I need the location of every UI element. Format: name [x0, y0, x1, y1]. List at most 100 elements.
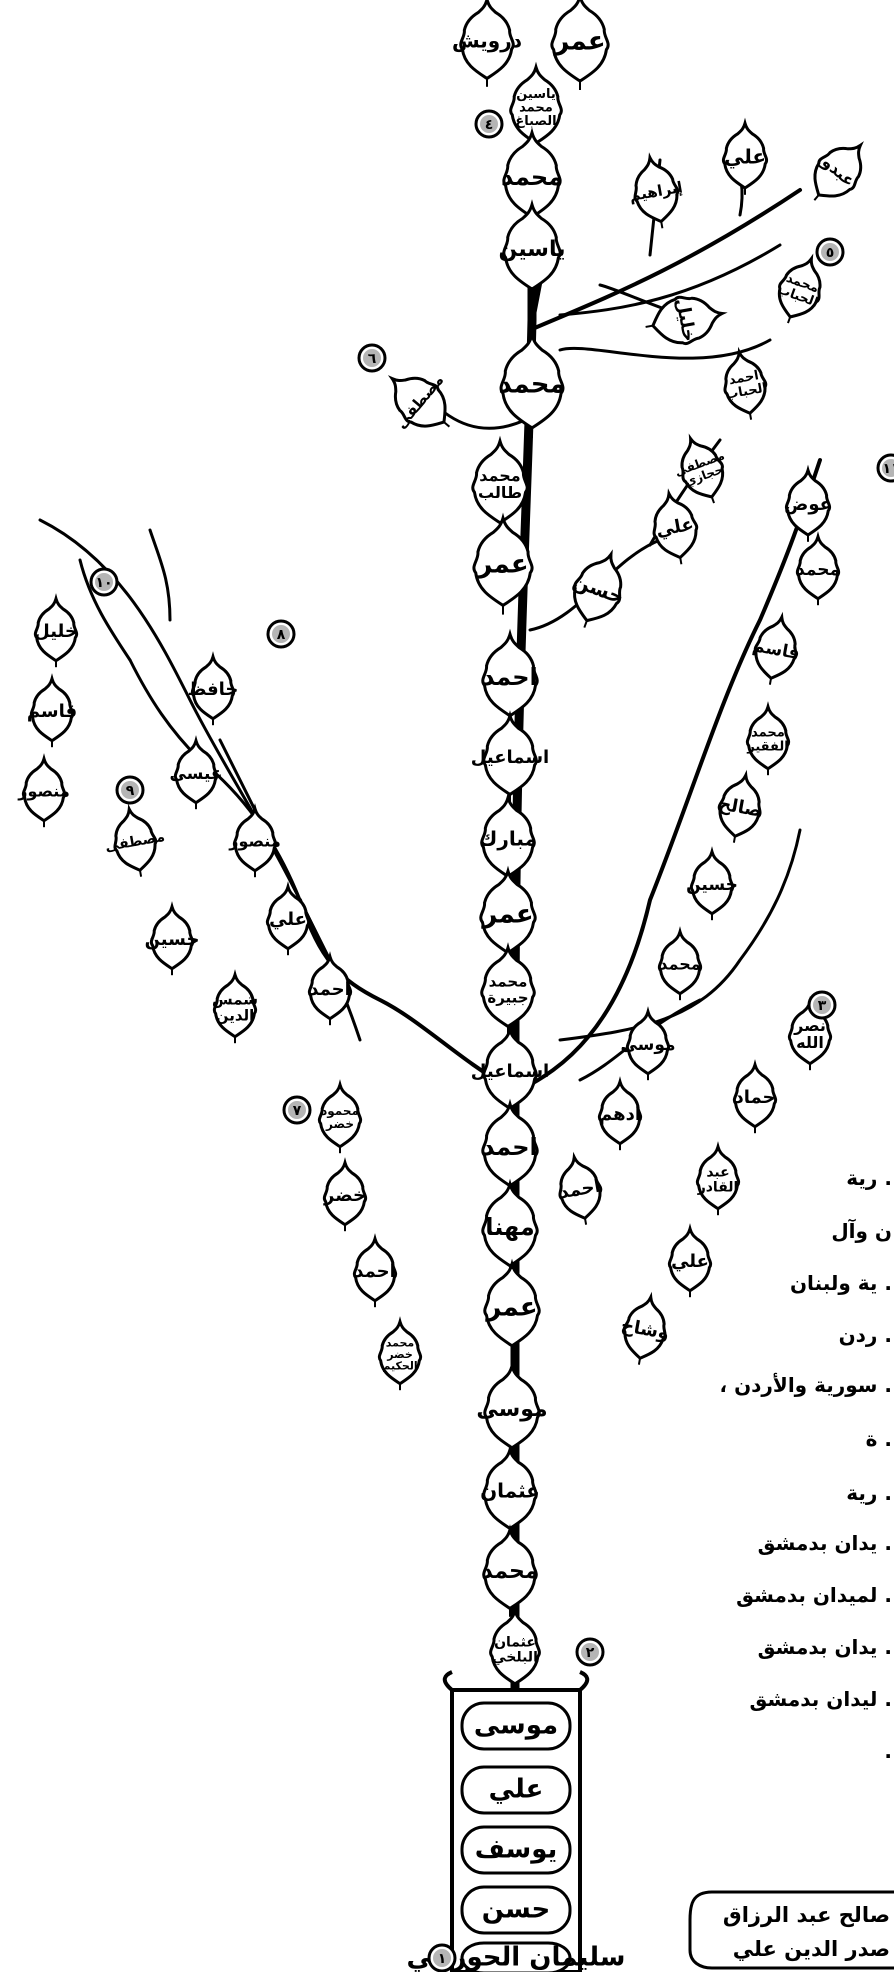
- leaf-name: عمر: [480, 900, 533, 930]
- leaf-name: عثمان: [480, 1479, 540, 1503]
- leaf-c-muhammad-2: محمد: [498, 335, 565, 438]
- leaf-stem: [639, 1357, 640, 1365]
- leaf-b-ibrahim: إبراهيم: [624, 153, 689, 233]
- leaf-name: عمر: [475, 550, 528, 580]
- badge-number: ١: [438, 1951, 447, 1967]
- leaf-name: مهنا: [485, 1213, 535, 1241]
- badge-b8: ٨: [268, 621, 294, 647]
- leaf-name: البلخي: [492, 1649, 538, 1665]
- leaf-r-qasim: قاسم: [746, 613, 805, 689]
- leaf-name: محمد: [796, 560, 840, 580]
- box-note-line: صدر الدين علي: [733, 1937, 890, 1961]
- leaf-name: اسماعيل: [471, 747, 549, 768]
- side-notes: رية .ن وآلية ولبنان .ردن .، سورية والأرد…: [690, 1166, 894, 1968]
- leaf-stem: [661, 220, 662, 228]
- side-note-line: ية ولبنان .: [790, 1271, 892, 1295]
- leaf-name: الفقير: [746, 739, 788, 754]
- badge-b5: ٥: [817, 239, 843, 265]
- leaf-name: احمد: [482, 663, 537, 691]
- leaf-b-ali-hasan: علي: [648, 490, 703, 568]
- leaf-name: خضر: [323, 1185, 366, 1206]
- badge-b3: ٣: [809, 992, 835, 1018]
- trunk-name: موسى: [474, 1711, 558, 1741]
- leaf-top-omar: عمر: [552, 0, 608, 90]
- leaf-name: مبارك: [479, 827, 537, 851]
- leaf-name: خليل: [34, 621, 78, 642]
- leaf-name: احمد: [354, 1261, 396, 1282]
- leaf-name: عمر: [484, 1293, 537, 1323]
- leaf-b-hasan: حسن: [560, 545, 636, 636]
- leaf-b-ahmad-habbab: احمدالحباب: [719, 349, 772, 424]
- leaf-stem: [443, 421, 450, 427]
- leaf-name: عثمان: [494, 1635, 536, 1651]
- leaf-name: محمد: [482, 1559, 539, 1584]
- leaf-name: حافظ: [188, 679, 239, 700]
- leaf-name: محمد: [659, 955, 700, 974]
- leaf-c-mhanna: مهنا: [483, 1184, 537, 1274]
- leaf-name: الله: [796, 1033, 824, 1052]
- side-note-line: .: [884, 1739, 892, 1763]
- leaf-stem: [585, 1217, 586, 1225]
- leaf-r-muhammad-b: محمد: [659, 932, 700, 1000]
- trunk-name: حسن: [482, 1895, 551, 1925]
- leaf-r-muhammad-a: محمد: [796, 537, 840, 605]
- leaf-l-qasim: قاسم: [27, 679, 77, 747]
- leaf-name: الحكيم: [382, 1360, 417, 1373]
- leaf-name: احمد: [309, 979, 351, 1000]
- leaf-name: عيسى: [169, 764, 222, 784]
- branch-line: [150, 530, 170, 620]
- leaf-name: منصور: [17, 782, 69, 801]
- leaf-name: علي: [269, 909, 307, 930]
- badge-number: ١٠: [95, 575, 112, 591]
- leaf-name: عوض: [784, 494, 832, 515]
- leaf-name: اسماعيل: [471, 1061, 549, 1082]
- leaf-l-husayn: حسين: [145, 907, 200, 975]
- leaf-stem: [814, 194, 819, 200]
- badge-b1: ١: [429, 1945, 455, 1971]
- badge-number: ٩: [126, 783, 135, 799]
- leaf-c-musa: موسى: [476, 1366, 547, 1456]
- side-note-line: يدان بدمشق .: [758, 1635, 892, 1659]
- tree-trunk-base: موسىعلييوسفحسنسليمان الحوراني: [407, 1672, 626, 1972]
- side-note-line: رية .: [846, 1166, 892, 1190]
- leaf-name: درويش: [452, 29, 522, 53]
- leaf-name: منصور: [228, 832, 280, 851]
- trunk-name: يوسف: [475, 1835, 558, 1865]
- leaf-name: موسى: [620, 1035, 675, 1055]
- badge-number: ١١: [882, 461, 894, 477]
- badge-number: ٥: [826, 245, 835, 261]
- leaf-name: محمد: [501, 163, 563, 191]
- branch-line: [520, 460, 820, 1090]
- side-note-line: لميدان بدمشق .: [736, 1583, 892, 1607]
- leaf-l-hafiz: حافظ: [188, 657, 239, 725]
- leaf-l-ahmad-a: احمد: [309, 957, 351, 1025]
- leaf-c-omar-3: عمر: [484, 1264, 539, 1354]
- leaves-layer: عمردرويشياسينمحمدالصباغمحمدياسينمحمدمحمد…: [17, 0, 877, 1692]
- leaf-l-muhammad-hakim: محمدخضرالحكيم: [379, 1322, 420, 1390]
- leaf-stem: [680, 556, 681, 564]
- leaf-r-salih: صالح: [712, 771, 767, 846]
- leaf-name: طالب: [478, 483, 522, 502]
- badge-number: ٧: [293, 1103, 302, 1119]
- leaf-name: حماد: [734, 1087, 775, 1108]
- leaf-c-muhammad-3: محمد: [482, 1530, 539, 1617]
- leaf-b-abdo: عبدو: [798, 131, 877, 214]
- leaf-name: ادهم: [599, 1104, 641, 1125]
- leaf-name: ياسين: [499, 237, 566, 262]
- leaf-stem: [140, 869, 141, 877]
- leaf-name: خضر: [325, 1117, 354, 1131]
- leaf-name: احمد: [482, 1133, 537, 1161]
- leaf-name: حسين: [686, 875, 738, 895]
- leaf-top-darwish: درويش: [452, 0, 522, 87]
- leaf-l-khidr: خضر: [323, 1163, 366, 1231]
- badge-b11: ١١: [878, 455, 894, 481]
- badge-number: ٢: [586, 1645, 595, 1661]
- badge-number: ٦: [368, 351, 377, 367]
- side-note-line: ردن .: [839, 1323, 892, 1347]
- side-note-line: ة .: [866, 1427, 892, 1451]
- leaf-name: قاسم: [27, 701, 77, 722]
